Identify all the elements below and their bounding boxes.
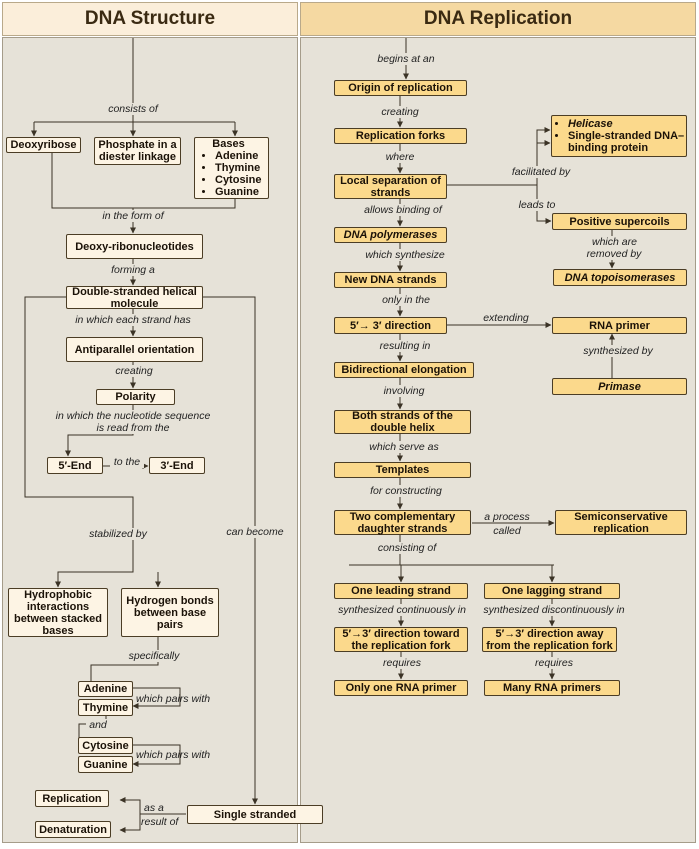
label-in-the-form-of: in the form of	[88, 210, 178, 222]
label-consists-of: consists of	[90, 103, 176, 115]
label-and: and	[86, 719, 110, 731]
five-end-box: 5′-End	[47, 457, 103, 474]
guanine-box: Guanine	[78, 756, 133, 773]
bidirectional-box: Bidirectional elongation	[334, 362, 474, 378]
label-as-a: as a	[144, 802, 164, 814]
label-pairs-with-1: which pairs with	[136, 693, 211, 705]
label-which-are: which are	[592, 236, 637, 248]
daughter-strands-box: Two complementary daughter strands	[334, 510, 471, 535]
label-specifically: specifically	[118, 650, 190, 662]
phosphate-box: Phosphate in a diester linkage	[94, 137, 181, 165]
rna-primer-box: RNA primer	[552, 317, 687, 334]
label-which-synthesize: which synthesize	[360, 249, 450, 261]
forks-box: Replication forks	[334, 128, 467, 144]
direction-box: 5′→ 3′ direction	[334, 317, 447, 334]
new-strands-box: New DNA strands	[334, 272, 447, 288]
cytosine-box: Cytosine	[78, 737, 133, 754]
both-strands-box: Both strands of the double helix	[334, 410, 471, 434]
label-forming-a: forming a	[100, 264, 166, 276]
label-pairs-with-2: which pairs with	[136, 749, 211, 761]
single-stranded-box: Single stranded	[187, 805, 323, 824]
label-sequence-read-1: in which the nucleotide sequence	[40, 410, 226, 422]
replication-result-box: Replication	[35, 790, 109, 807]
replication-panel	[300, 37, 696, 843]
away-fork-box: 5′→3′ direction away from the replicatio…	[482, 627, 617, 652]
label-requires-1: requires	[380, 657, 424, 669]
label-requires-2: requires	[532, 657, 576, 669]
bases-list: Adenine Thymine Cytosine Guanine	[201, 150, 261, 198]
base-item: Cytosine	[215, 174, 261, 186]
denaturation-box: Denaturation	[35, 821, 111, 838]
label-facilitated-by: facilitated by	[506, 166, 576, 178]
label-leads-to: leads to	[514, 199, 560, 211]
label-result-of: result of	[141, 816, 179, 828]
polarity-box: Polarity	[96, 389, 175, 405]
base-item: Thymine	[215, 162, 261, 174]
label-creating: creating	[104, 365, 164, 377]
header-dna-structure: DNA Structure	[2, 2, 298, 36]
label-involving: involving	[380, 385, 428, 397]
label-consisting-of: consisting of	[370, 542, 444, 554]
label-can-become: can become	[220, 526, 290, 538]
ssb-item: Single-stranded DNA–binding protein	[568, 130, 686, 154]
label-to-the: to the	[110, 456, 144, 468]
origin-box: Origin of replication	[334, 80, 467, 96]
label-stabilized-by: stabilized by	[82, 528, 154, 540]
label-only-in-the: only in the	[374, 294, 438, 306]
antiparallel-box: Antiparallel orientation	[66, 337, 203, 362]
label-begins-at: begins at an	[364, 53, 448, 65]
double-helix-box: Double-stranded helical molecule	[66, 286, 203, 310]
header-dna-replication: DNA Replication	[300, 2, 696, 36]
semiconservative-box: Semiconservative replication	[555, 510, 687, 535]
hydrophobic-box: Hydrophobic interactions between stacked…	[8, 588, 108, 637]
label-synth-discontinuously: synthesized discontinuously in	[478, 604, 630, 616]
label-synth-continuously: synthesized continuously in	[332, 604, 472, 616]
templates-box: Templates	[334, 462, 471, 478]
label-creating-forks: creating	[374, 106, 426, 118]
deoxyribose-box: Deoxyribose	[6, 137, 81, 153]
label-serve-as: which serve as	[364, 441, 444, 453]
label-where: where	[384, 151, 416, 163]
hydrogen-bonds-box: Hydrogen bonds between base pairs	[121, 588, 219, 637]
label-sequence-read-2: is read from the	[70, 422, 196, 434]
primase-box: Primase	[552, 378, 687, 395]
lagging-strand-box: One lagging strand	[484, 583, 620, 599]
supercoils-box: Positive supercoils	[552, 213, 687, 230]
polymerases-box: DNA polymerases	[334, 227, 447, 243]
toward-fork-box: 5′→3′ direction toward the replication f…	[334, 627, 468, 652]
three-end-box: 3′-End	[149, 457, 205, 474]
leading-strand-box: One leading strand	[334, 583, 468, 599]
local-separation-box: Local separation of strands	[334, 174, 447, 199]
bases-title: Bases	[212, 138, 245, 150]
one-primer-box: Only one RNA primer	[334, 680, 468, 696]
label-called: called	[493, 525, 521, 537]
base-item: Guanine	[215, 186, 261, 198]
label-each-strand: in which each strand has	[58, 314, 208, 326]
label-for-constructing: for constructing	[364, 485, 448, 497]
helicase-ssb-list: Helicase Single-stranded DNA–binding pro…	[552, 118, 686, 154]
base-item: Adenine	[215, 150, 261, 162]
many-primers-box: Many RNA primers	[484, 680, 620, 696]
adenine-box: Adenine	[78, 681, 133, 697]
label-extending: extending	[483, 312, 529, 324]
thymine-box: Thymine	[78, 699, 133, 716]
helicase-ssb-box: Helicase Single-stranded DNA–binding pro…	[551, 115, 687, 157]
bases-box: Bases Adenine Thymine Cytosine Guanine	[194, 137, 269, 199]
topoisomerases-box: DNA topoisomerases	[553, 269, 687, 286]
label-synthesized-by: synthesized by	[576, 345, 660, 357]
label-resulting-in: resulting in	[374, 340, 436, 352]
nucleotides-box: Deoxy-ribonucleotides	[66, 234, 203, 259]
label-removed-by: removed by	[580, 248, 648, 260]
label-allows-binding: allows binding of	[358, 204, 448, 216]
helicase-item: Helicase	[568, 118, 686, 130]
label-a-process: a process	[484, 511, 530, 523]
